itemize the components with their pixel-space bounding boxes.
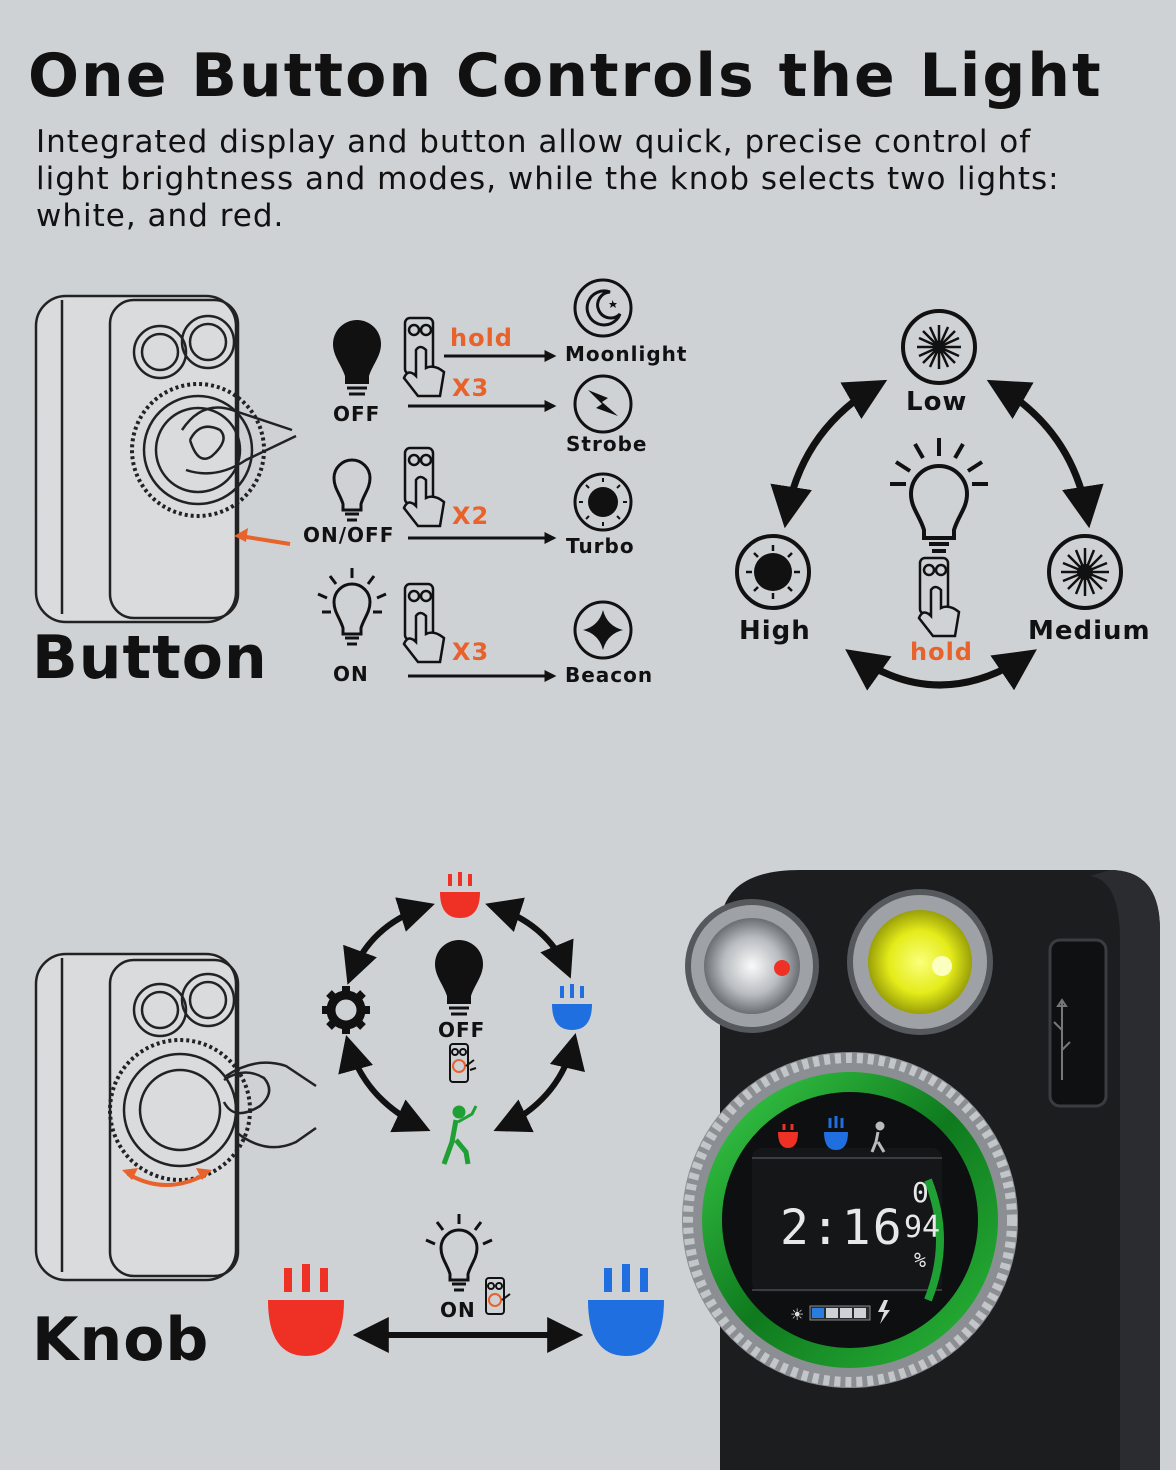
action-hold-label: hold bbox=[450, 324, 513, 352]
knob-section-label: Knob bbox=[32, 1305, 210, 1375]
bulb-on-icon bbox=[317, 568, 387, 646]
beacon-icon bbox=[573, 600, 633, 660]
brightness-high-label: High bbox=[739, 616, 811, 646]
usb-icon bbox=[1053, 998, 1071, 1080]
state-on-label: ON bbox=[333, 662, 369, 686]
device-sketch-knob bbox=[34, 952, 317, 1282]
display-red-light-icon bbox=[778, 1124, 798, 1148]
display-golf-icon bbox=[870, 1121, 886, 1153]
hand-press-icon-2 bbox=[402, 446, 446, 528]
display-top-digit: 0 bbox=[912, 1176, 929, 1209]
bulb-off-icon bbox=[333, 320, 381, 396]
action-x3-beacon-label: X3 bbox=[452, 638, 490, 666]
display-percent: % bbox=[914, 1248, 927, 1272]
red-light-icon bbox=[440, 872, 480, 918]
knob-off-label: OFF bbox=[438, 1018, 486, 1042]
large-red-light-icon bbox=[268, 1264, 344, 1356]
display-blue-light-icon bbox=[824, 1116, 848, 1150]
strobe-icon bbox=[573, 374, 633, 434]
turbo-icon bbox=[573, 472, 633, 532]
rotate-arrow bbox=[126, 1172, 207, 1187]
display-time: 2:16 bbox=[780, 1200, 904, 1256]
brightness-hold-label: hold bbox=[910, 638, 973, 666]
mode-beacon-label: Beacon bbox=[565, 663, 654, 687]
device-sketch-button bbox=[34, 294, 297, 624]
svg-text:☀: ☀ bbox=[790, 1305, 804, 1324]
medium-icon bbox=[1047, 534, 1123, 610]
page-title: One Button Controls the Light bbox=[28, 41, 1103, 111]
arrow-red-blue bbox=[485, 897, 574, 979]
page-subtitle: Integrated display and button allow quic… bbox=[36, 124, 1060, 234]
display-battery-value: 94 bbox=[904, 1210, 941, 1245]
arrow-blue-golf bbox=[493, 1032, 585, 1133]
hand-press-icon-4 bbox=[917, 556, 961, 638]
arrow-gear-red bbox=[343, 897, 435, 985]
blue-light-icon bbox=[552, 984, 592, 1030]
state-off-label: OFF bbox=[333, 402, 381, 426]
action-x3-label: X3 bbox=[452, 374, 490, 402]
mode-turbo-label: Turbo bbox=[566, 534, 635, 558]
knob-on-bulb-icon bbox=[425, 1214, 493, 1292]
knob-off-bulb-icon bbox=[435, 940, 483, 1016]
low-icon bbox=[901, 309, 977, 385]
bulb-onoff-icon bbox=[332, 458, 372, 522]
moonlight-icon bbox=[573, 278, 633, 338]
brightness-low-label: Low bbox=[906, 387, 968, 417]
knob-on-label: ON bbox=[440, 1298, 476, 1322]
arrow-low-high bbox=[770, 379, 888, 529]
hand-press-icon-3 bbox=[402, 582, 446, 664]
arrow-low-medium bbox=[986, 379, 1104, 529]
brightness-medium-label: Medium bbox=[1028, 616, 1151, 646]
press-arrow bbox=[239, 534, 291, 546]
golf-icon bbox=[441, 1105, 478, 1165]
action-x2-label: X2 bbox=[452, 502, 490, 530]
mode-strobe-label: Strobe bbox=[566, 432, 648, 456]
hand-press-icon bbox=[402, 316, 446, 398]
knob-device-mini-icon bbox=[449, 1043, 477, 1083]
large-blue-light-icon bbox=[588, 1264, 664, 1356]
knob-on-device-mini-icon bbox=[485, 1277, 511, 1315]
product-device: ☀ bbox=[682, 870, 1160, 1470]
bulb-bright-icon bbox=[890, 438, 988, 553]
state-onoff-label: ON/OFF bbox=[303, 523, 395, 547]
arrow-high-medium bbox=[845, 649, 1037, 691]
button-section-label: Button bbox=[32, 623, 268, 693]
display-battery-bar: ☀ bbox=[790, 1300, 890, 1324]
arrow-golf-gear bbox=[338, 1035, 431, 1133]
mode-moonlight-label: Moonlight bbox=[565, 342, 688, 366]
settings-gear-icon bbox=[322, 986, 370, 1034]
high-icon bbox=[735, 534, 811, 610]
